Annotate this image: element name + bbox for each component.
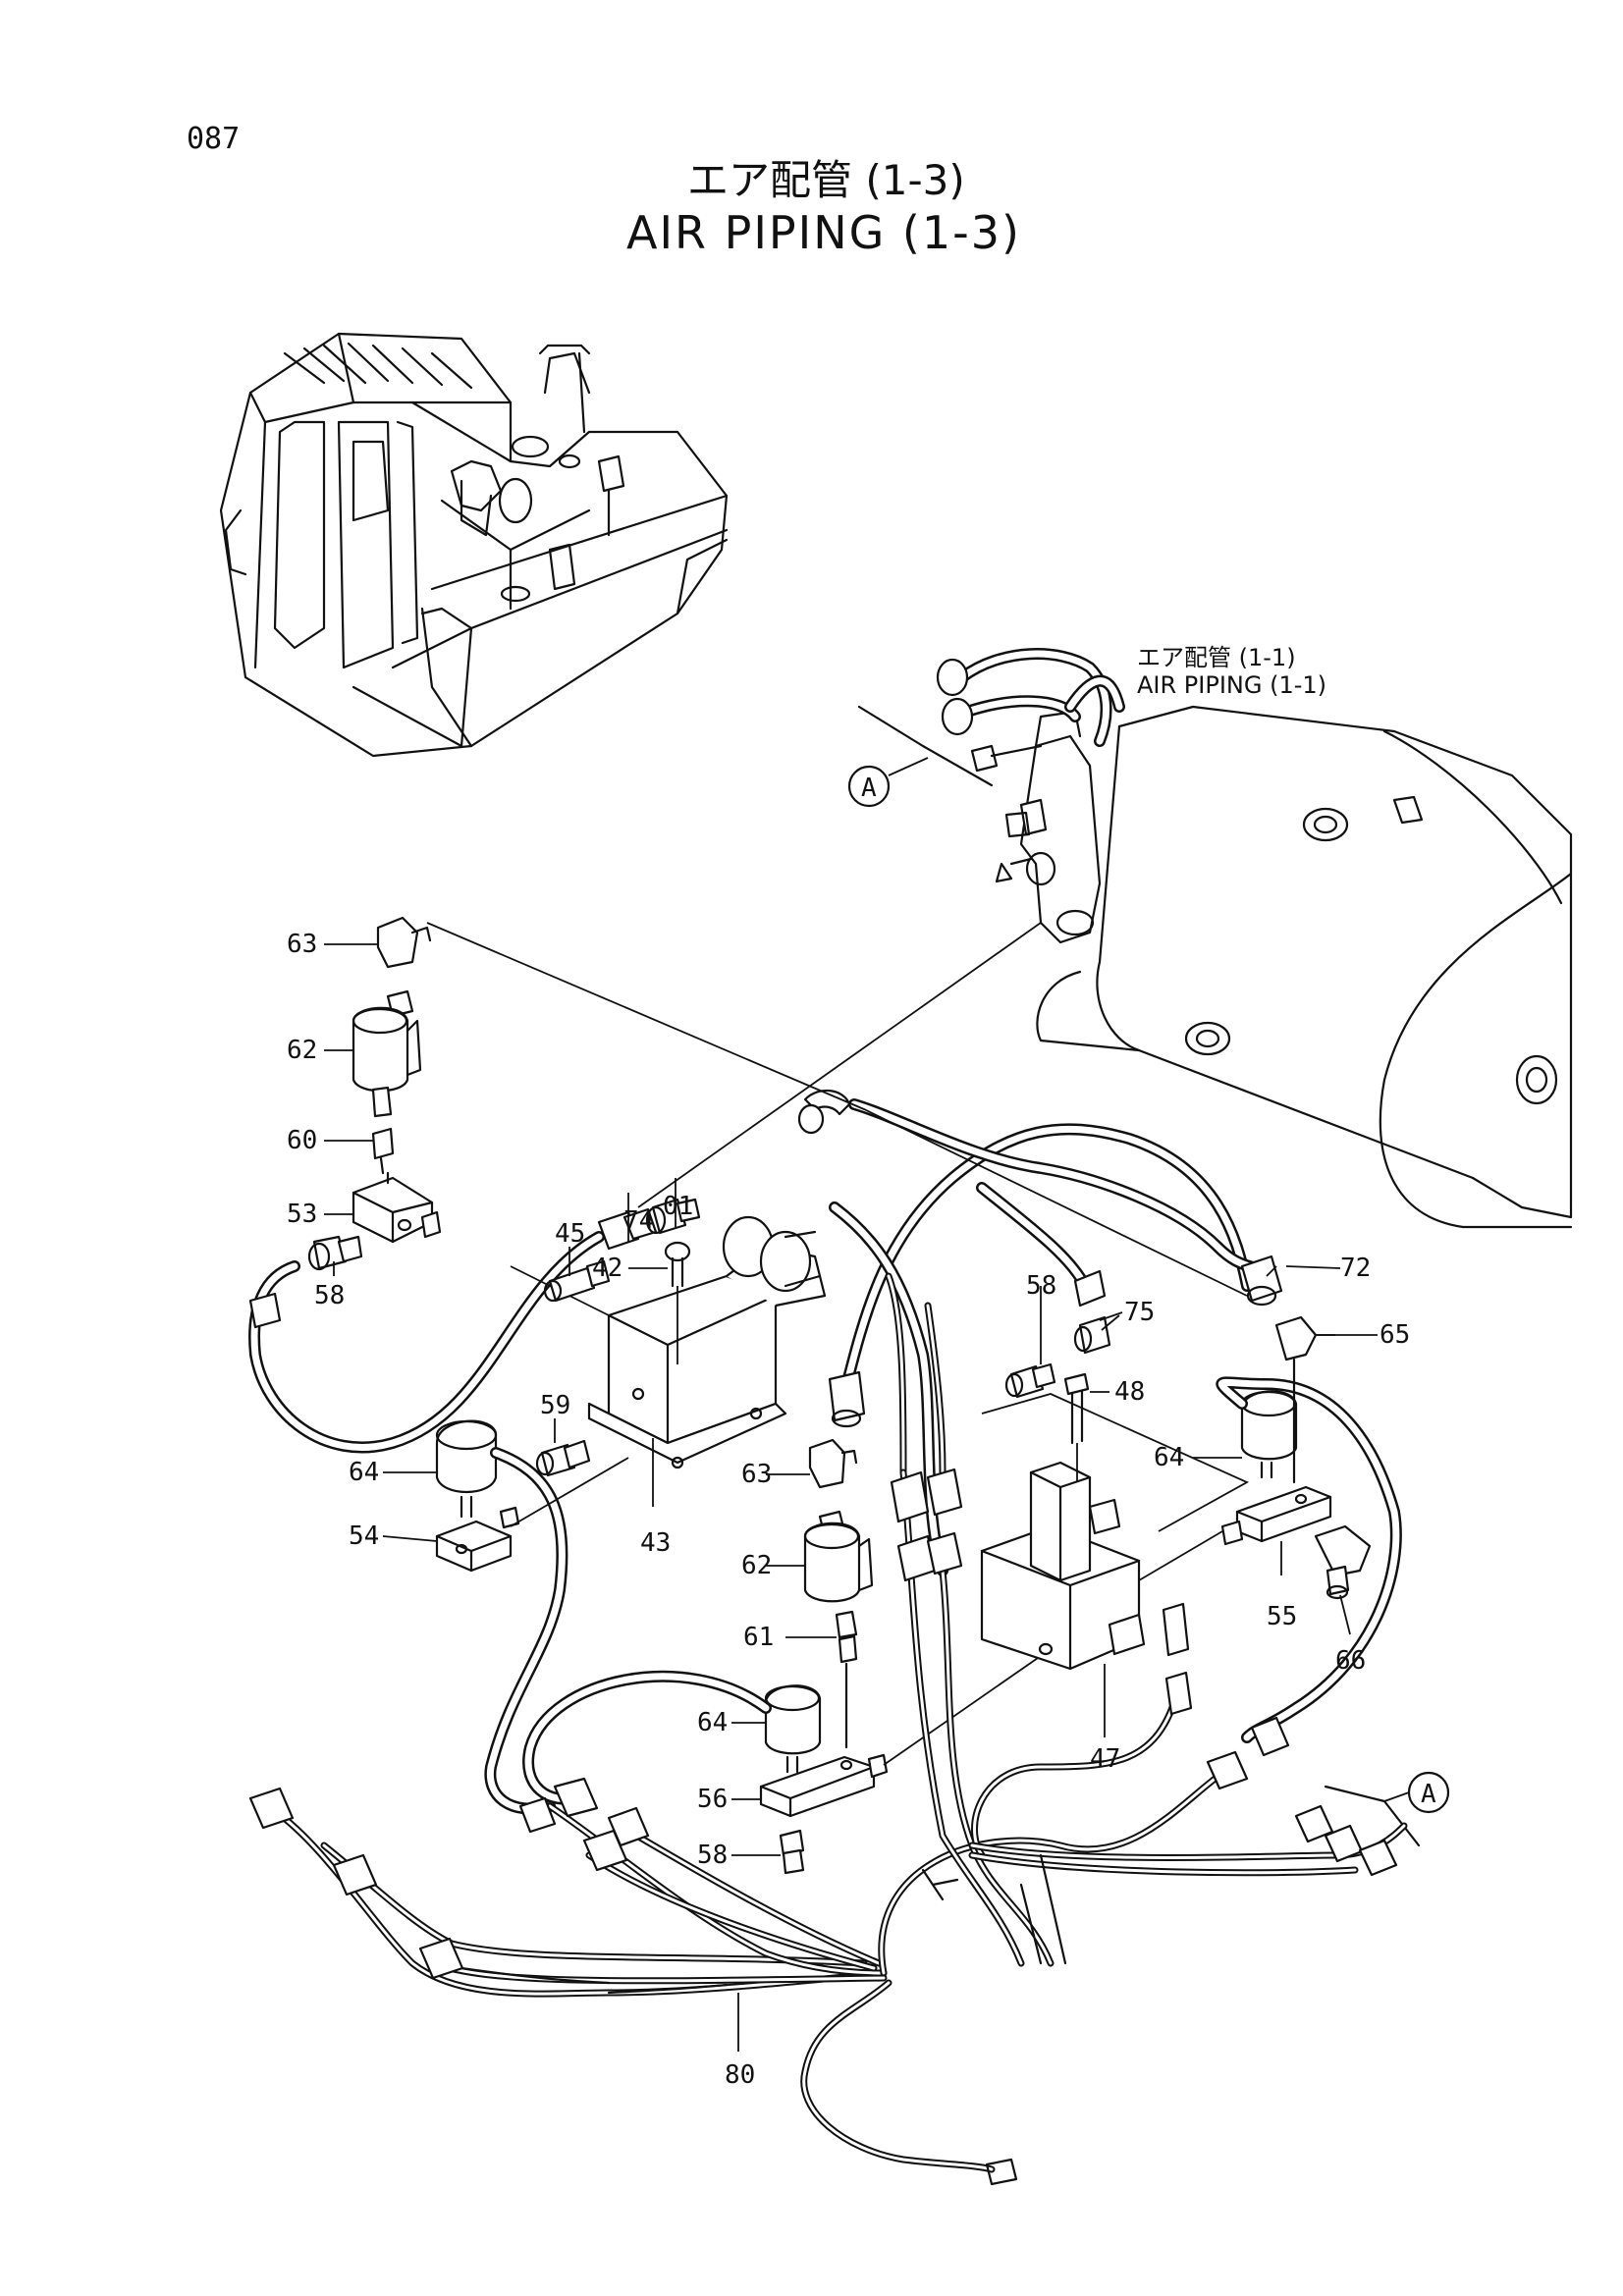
marker-a-top-label: A — [861, 774, 877, 803]
air-dryer-47 — [980, 1461, 1146, 1671]
elbow-66 — [1314, 1524, 1372, 1600]
fitting-59 — [535, 1439, 591, 1477]
page-title-en: AIR PIPING (1-3) — [626, 206, 1021, 259]
callout-60: 60 — [287, 1126, 317, 1155]
callout-43: 43 — [640, 1528, 671, 1558]
left-fitting-58 — [307, 1235, 363, 1271]
callout-62-top: 62 — [287, 1036, 317, 1065]
callout-58-left: 58 — [314, 1281, 345, 1310]
callout-53: 53 — [287, 1200, 317, 1229]
cross-reference-jp: エア配管 (1-1) — [1137, 644, 1296, 671]
callout-01: 01 — [663, 1192, 693, 1221]
callout-leaders — [324, 943, 1351, 2052]
leader-line-01-to-valve — [637, 922, 1042, 1208]
connection-marker-a-top: A — [847, 705, 994, 808]
callout-62-center: 62 — [741, 1551, 772, 1580]
solenoid-valve-43 — [510, 1215, 827, 1469]
hose-72 — [797, 1089, 1283, 1307]
block-55 — [1138, 1485, 1332, 1581]
leader-72 — [1285, 1265, 1341, 1269]
leader-75 — [1099, 1311, 1123, 1321]
callout-45: 45 — [555, 1219, 585, 1249]
page-number: 087 — [187, 122, 241, 156]
pin-45 — [543, 1259, 611, 1303]
tank-valve-assembly — [936, 648, 1125, 944]
part-callouts: 63 62 60 53 58 74 01 45 42 59 64 54 43 6… — [287, 930, 1410, 2090]
center-hoses — [828, 1123, 1253, 1576]
callout-56: 56 — [697, 1785, 728, 1814]
marker-a-bottom-label: A — [1421, 1780, 1436, 1809]
callout-64-right: 64 — [1154, 1443, 1184, 1472]
leader-line-top-to-right — [426, 922, 1248, 1297]
callout-58-right: 58 — [1026, 1271, 1056, 1301]
bolt-42 — [664, 1241, 691, 1364]
center-switch-stack — [522, 1438, 1052, 1818]
callout-72: 72 — [1340, 1254, 1371, 1283]
callout-48: 48 — [1114, 1377, 1145, 1407]
air-tank — [1036, 705, 1573, 1229]
bolt-48 — [1063, 1372, 1090, 1482]
leader-right-area — [981, 1393, 1250, 1532]
right-fitting-58 — [1004, 1362, 1056, 1399]
left-switch-64 — [435, 1419, 568, 1815]
callout-74: 74 — [623, 1206, 654, 1236]
right-switch-64 — [1216, 1376, 1402, 1743]
callout-54: 54 — [349, 1522, 379, 1551]
hose-75 — [976, 1182, 1111, 1355]
callout-64-left: 64 — [349, 1458, 379, 1487]
callout-66: 66 — [1335, 1646, 1366, 1676]
callout-63-top: 63 — [287, 930, 317, 959]
callout-64-center: 64 — [697, 1708, 728, 1737]
excavator-overview-illustration — [219, 332, 729, 758]
callout-59: 59 — [540, 1391, 570, 1420]
cross-reference-en: AIR PIPING (1-1) — [1137, 671, 1327, 699]
connection-marker-a-bottom: A — [1324, 1771, 1450, 1847]
bottom-fitting-58 — [779, 1829, 805, 1875]
callout-65: 65 — [1380, 1320, 1410, 1350]
left-pressure-switch-stack — [352, 916, 442, 1244]
harness-connectors — [248, 1468, 1398, 1980]
callout-58-bottom: 58 — [697, 1841, 728, 1870]
callout-63-center: 63 — [741, 1460, 772, 1489]
callout-47: 47 — [1090, 1744, 1120, 1774]
callout-80: 80 — [725, 2060, 755, 2090]
tee-65 — [1274, 1315, 1318, 1484]
page-title-jp: エア配管 (1-3) — [687, 156, 965, 204]
callout-55: 55 — [1267, 1602, 1297, 1631]
callout-42: 42 — [592, 1254, 622, 1283]
callout-75: 75 — [1124, 1298, 1155, 1327]
block-54 — [435, 1457, 629, 1573]
fitting-01 — [645, 1198, 701, 1235]
callout-61: 61 — [743, 1623, 774, 1652]
